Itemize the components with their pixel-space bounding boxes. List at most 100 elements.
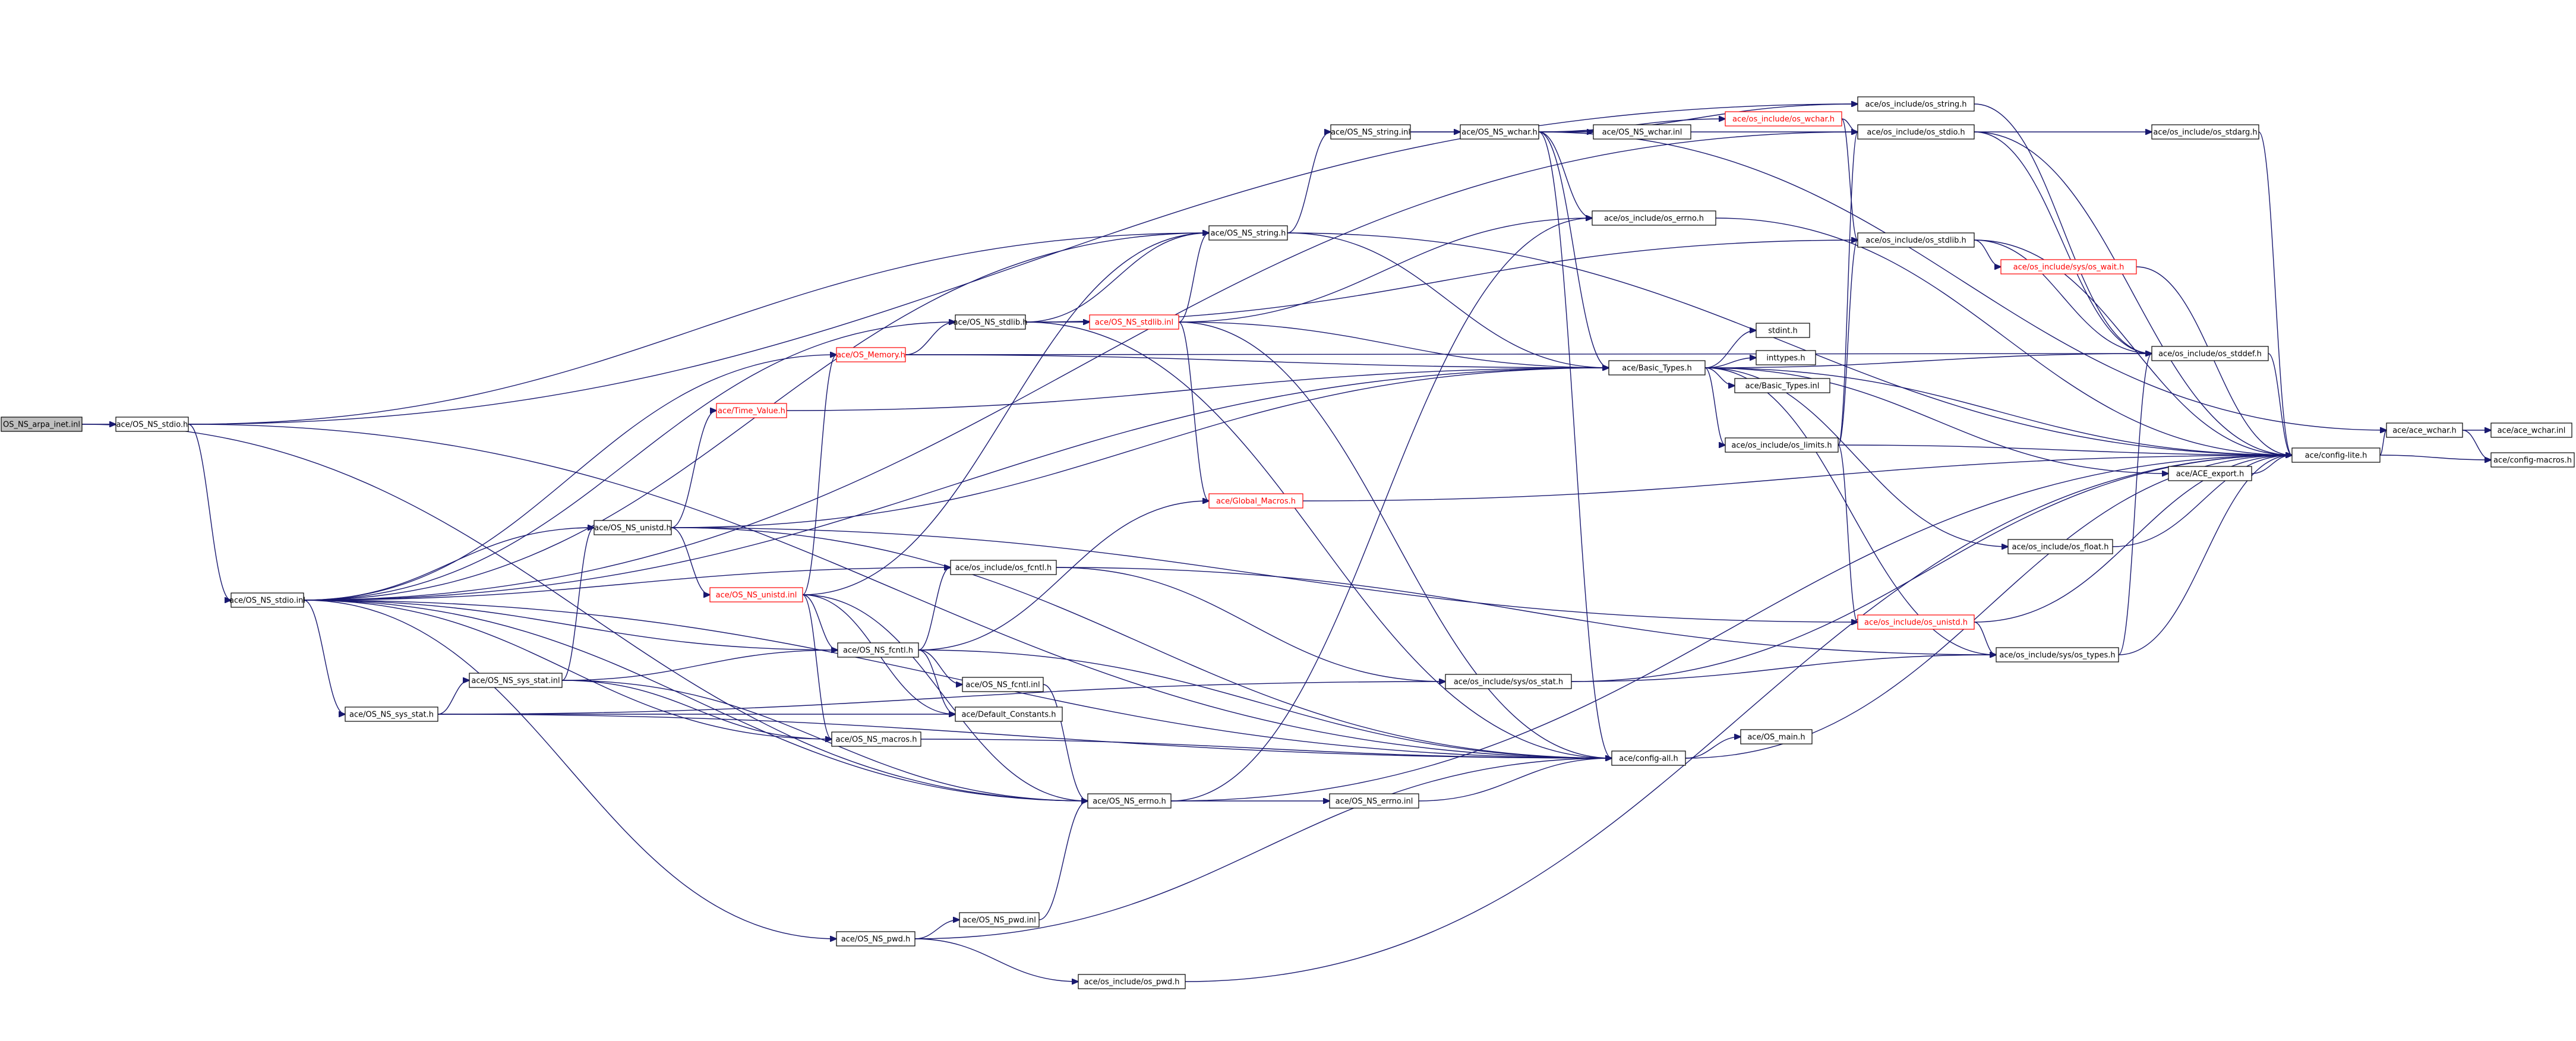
file-node[interactable]: inttypes.h: [1756, 350, 1816, 365]
file-node[interactable]: ace/config-all.h: [1611, 750, 1686, 766]
file-node-label: ace/os_include/os_float.h: [2012, 543, 2108, 552]
file-node[interactable]: stdint.h: [1756, 323, 1810, 338]
file-node[interactable]: ace/OS_NS_macros.h: [831, 731, 921, 747]
file-node[interactable]: ace/OS_NS_wchar.inl: [1593, 124, 1691, 140]
file-node-box: [1593, 124, 1691, 140]
dependency-edge: [918, 649, 1612, 758]
file-node[interactable]: ace/OS_NS_fcntl.h: [837, 642, 919, 658]
file-node-label: ace/ace_wchar.inl: [2498, 427, 2566, 436]
file-node[interactable]: ace/OS_NS_fcntl.inl: [962, 677, 1044, 692]
file-node[interactable]: ace/Basic_Types.h: [1608, 360, 1706, 376]
file-node[interactable]: ace/os_include/sys/os_stat.h: [1445, 674, 1572, 689]
file-node[interactable]: ace/os_include/os_fcntl.h: [950, 560, 1057, 575]
dependency-edge: [671, 368, 1609, 528]
dependency-edge: [1178, 233, 1209, 323]
file-node-label: ace/Global_Macros.h: [1216, 497, 1296, 506]
file-node[interactable]: ace/ace_wchar.inl: [2490, 422, 2572, 438]
file-node-box: [1740, 729, 1813, 745]
file-node[interactable]: ace/OS_NS_sys_stat.h: [345, 706, 438, 722]
file-node[interactable]: ace/OS_NS_stdio.h: [115, 417, 189, 432]
file-node[interactable]: ace/OS_NS_string.h: [1208, 225, 1288, 241]
file-node-label: ace/OS_NS_stdio.inl: [229, 597, 305, 605]
dependency-edge: [1418, 758, 1612, 802]
file-node[interactable]: ace/OS_NS_pwd.inl: [959, 912, 1040, 928]
file-node-box: [836, 931, 916, 947]
file-node[interactable]: ace/os_include/sys/os_types.h: [1996, 647, 2119, 663]
file-node[interactable]: ace/OS_NS_wchar.h: [1460, 124, 1539, 140]
file-node-label: ace/os_include/os_unistd.h: [1864, 619, 1968, 627]
file-node-label: ace/os_include/os_stddef.h: [2158, 350, 2262, 359]
file-node[interactable]: ace/os_include/sys/os_wait.h: [2000, 259, 2137, 275]
file-node-label: ace/OS_NS_stdio.h: [116, 421, 188, 430]
file-node[interactable]: ace/config-lite.h: [2291, 447, 2381, 463]
file-node-label: ace/Basic_Types.h: [1622, 364, 1691, 373]
file-node-label: ace/Time_Value.h: [718, 407, 785, 416]
file-node[interactable]: ace/OS_NS_stdlib.h: [954, 314, 1028, 330]
dependency-edge: [1056, 567, 1996, 655]
dependency-edge: [671, 527, 1858, 622]
file-node[interactable]: ace/Default_Constants.h: [955, 706, 1063, 722]
dependency-edge: [561, 528, 594, 681]
file-node[interactable]: ace/config-macros.h: [2490, 452, 2575, 468]
file-node-box: [1857, 124, 1975, 140]
dependency-edge: [2379, 455, 2491, 460]
dependency-edge: [905, 322, 955, 355]
file-node[interactable]: ace/os_include/os_stdlib.h: [1857, 232, 1975, 248]
file-node-box: [1208, 225, 1288, 241]
file-node-label: ace/os_include/os_fcntl.h: [955, 564, 1052, 573]
file-node[interactable]: ace/OS_NS_stdio.inl: [229, 592, 305, 608]
file-node[interactable]: ace/os_include/os_limits.h: [1725, 437, 1839, 453]
file-node[interactable]: ace/os_include/os_pwd.h: [1078, 974, 1186, 989]
file-node[interactable]: ace/OS_NS_sys_stat.inl: [469, 673, 563, 688]
file-node[interactable]: ace/OS_NS_unistd.inl: [709, 587, 803, 602]
file-node[interactable]: ace/os_include/os_stddef.h: [2151, 346, 2269, 361]
dependency-edge: [188, 104, 1858, 425]
file-node-box: [1329, 793, 1419, 809]
file-node-label: stdint.h: [1768, 327, 1797, 336]
file-node[interactable]: ace/OS_Memory.h: [836, 347, 906, 362]
file-node[interactable]: ace/os_include/os_errno.h: [1592, 210, 1716, 226]
file-node[interactable]: ace/os_include/os_string.h: [1857, 96, 1975, 112]
file-node-label: ace/OS_NS_string.h: [1211, 229, 1286, 238]
file-node[interactable]: ace/ACE_export.h: [2168, 466, 2252, 481]
file-node[interactable]: ace/os_include/os_float.h: [2007, 539, 2113, 554]
dependency-edge: [303, 600, 1612, 758]
dependency-edge: [1170, 455, 2292, 802]
dependency-edge: [1841, 118, 1858, 240]
file-node-box: [1725, 111, 1842, 127]
dependency-edge: [1185, 455, 2292, 982]
file-node[interactable]: ace/Global_Macros.h: [1208, 493, 1303, 509]
file-node[interactable]: ace/Time_Value.h: [716, 403, 787, 418]
file-node[interactable]: ace/OS_NS_errno.h: [1087, 793, 1172, 809]
file-node-box: [1, 417, 83, 432]
dependency-edge: [802, 594, 832, 739]
dependency-edge: [1838, 444, 1858, 622]
file-node[interactable]: ace/OS_NS_errno.inl: [1329, 793, 1419, 809]
file-node-label: ace/OS_NS_wchar.inl: [1602, 128, 1682, 137]
dependency-edge: [1178, 321, 1612, 758]
file-node[interactable]: ace/Basic_Types.inl: [1734, 378, 1830, 393]
dependency-edge: [1178, 321, 1609, 368]
dependency-edge: [905, 354, 1609, 368]
file-node[interactable]: ace/os_include/os_stdarg.h: [2151, 124, 2259, 140]
dependency-edge: [2118, 455, 2292, 655]
file-node-label: ace/os_include/os_stdio.h: [1867, 128, 1965, 137]
file-node[interactable]: ace/os_include/os_wchar.h: [1725, 111, 1842, 127]
file-node[interactable]: ace/os_include/os_unistd.h: [1857, 614, 1975, 630]
file-node-box: [1608, 360, 1706, 376]
dependency-edge: [918, 501, 1209, 651]
dependency-edge: [1704, 354, 2152, 368]
dependency-edge: [671, 527, 710, 595]
dependency-edge: [1302, 455, 2292, 501]
dependency-edge: [1974, 131, 2152, 354]
file-node[interactable]: ace/ace_wchar.h: [2386, 422, 2463, 438]
file-node[interactable]: ace/OS_NS_unistd.h: [594, 520, 672, 535]
file-node[interactable]: ace/OS_main.h: [1740, 729, 1813, 745]
file-node[interactable]: ace/OS_NS_pwd.h: [836, 931, 916, 947]
file-node[interactable]: ace/OS_NS_stdlib.inl: [1089, 314, 1179, 330]
file-node[interactable]: ace/OS_NS_string.inl: [1330, 124, 1411, 140]
file-node[interactable]: ace/os_include/os_stdio.h: [1857, 124, 1975, 140]
dependency-edge: [918, 567, 951, 651]
file-node-label: ace/OS_NS_sys_stat.h: [349, 711, 434, 720]
